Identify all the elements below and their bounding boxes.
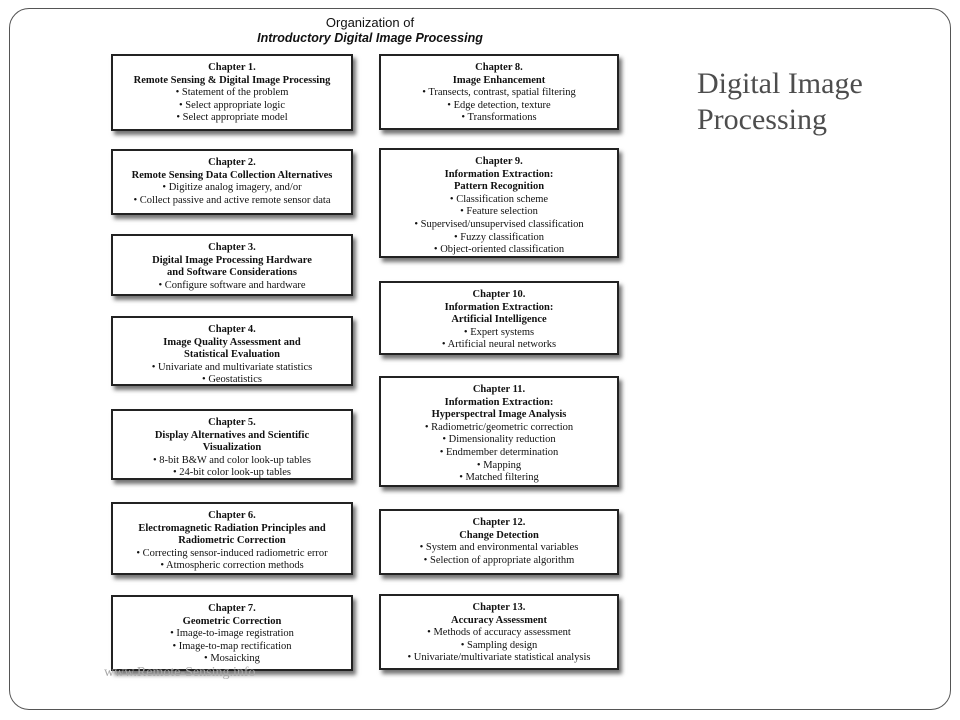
chapter-title-line: Chapter 13. <box>472 602 526 613</box>
chapter-title-line: Information Extraction: <box>444 168 554 180</box>
chapter-title-line: Hyperspectral Image Analysis <box>431 409 567 421</box>
chapter-bullet: • Transformations <box>461 112 537 124</box>
chapter-box-11: Chapter 11.Information Extraction:Hypers… <box>379 376 619 487</box>
chapter-title-line: Chapter 8. <box>475 62 523 73</box>
chapter-title-line: Display Alternatives and Scientific <box>154 429 310 441</box>
chapter-title-line: Chapter 9. <box>475 156 523 167</box>
chapter-bullet: • Edge detection, texture <box>447 99 551 111</box>
diagram-title-line2: Introductory Digital Image Processing <box>257 30 483 45</box>
chapter-title-line: Radiometric Correction <box>178 535 286 547</box>
chapter-title-line: Information Extraction: <box>444 301 554 313</box>
chapter-box-13: Chapter 13.Accuracy Assessment• Methods … <box>379 594 619 670</box>
footer-url: www.Remote-Sensing.info <box>104 665 256 680</box>
chapter-bullet: • Atmospheric correction methods <box>160 560 304 572</box>
chapter-bullet: • 8-bit B&W and color look-up tables <box>152 454 312 466</box>
chapter-bullet: • Select appropriate model <box>176 112 288 124</box>
chapter-bullet: • Radiometric/geometric correction <box>424 421 574 433</box>
chapter-bullet: • Artificial neural networks <box>441 339 557 351</box>
chapter-bullet: • Geostatistics <box>202 374 262 386</box>
chapter-title-line: Chapter 6. <box>208 510 256 521</box>
chapter-bullet: • Univariate and multivariate statistics <box>151 361 313 373</box>
chapter-bullet: • Methods of accuracy assessment <box>427 627 571 639</box>
chapter-box-7: Chapter 7.Geometric Correction• Image-to… <box>111 595 353 671</box>
chapter-title-line: Chapter 7. <box>208 603 256 614</box>
chapter-bullet: • Expert systems <box>463 326 535 338</box>
chapter-bullet: • Image-to-image registration <box>170 628 294 640</box>
chapter-title-line: Chapter 10. <box>472 289 526 300</box>
chapter-bullet: • Sampling design <box>460 639 538 651</box>
chapter-title-line: Information Extraction: <box>444 396 554 408</box>
chapter-title-line: Change Detection <box>459 529 539 541</box>
chapter-title-line: Artificial Intelligence <box>451 314 547 326</box>
slide-heading: Digital Image Processing <box>697 67 863 136</box>
chapter-title-line: Digital Image Processing Hardware <box>152 254 312 266</box>
chapter-title-line: Remote Sensing Data Collection Alternati… <box>131 169 333 181</box>
chapter-bullet: • Correcting sensor-induced radiometric … <box>136 547 328 559</box>
chapter-bullet: • Transects, contrast, spatial filtering <box>422 87 576 99</box>
chapter-bullet: • Univariate/multivariate statistical an… <box>407 652 591 664</box>
chapter-title-line: Statistical Evaluation <box>184 349 280 361</box>
chapter-bullet: • Endmember determination <box>439 446 559 458</box>
diagram-title: Organization of Introductory Digital Ima… <box>250 15 490 45</box>
chapter-bullet: • Object-oriented classification <box>433 244 565 256</box>
chapter-title-line: Chapter 12. <box>472 517 526 528</box>
chapter-box-10: Chapter 10.Information Extraction:Artifi… <box>379 281 619 355</box>
chapter-bullet: • Select appropriate logic <box>178 99 285 111</box>
diagram-title-line1: Organization of <box>325 15 415 30</box>
chapter-box-5: Chapter 5.Display Alternatives and Scien… <box>111 409 353 480</box>
chapter-title-line: Visualization <box>202 442 262 454</box>
chapter-title-line: Geometric Correction <box>182 615 282 627</box>
chapter-title-line: Image Enhancement <box>452 74 546 86</box>
chapter-bullet: • 24-bit color look-up tables <box>173 467 291 479</box>
chapter-box-12: Chapter 12.Change Detection• System and … <box>379 509 619 575</box>
chapter-bullet: • Digitize analog imagery, and/or <box>162 182 302 194</box>
chapter-box-2: Chapter 2.Remote Sensing Data Collection… <box>111 149 353 215</box>
chapter-title-line: Chapter 5. <box>208 417 256 428</box>
chapter-title-line: Chapter 1. <box>208 62 256 73</box>
chapter-title-line: Chapter 4. <box>208 324 256 335</box>
chapter-box-6: Chapter 6.Electromagnetic Radiation Prin… <box>111 502 353 575</box>
chapter-bullet: • Supervised/unsupervised classification <box>414 218 584 230</box>
chapter-bullet: • Image-to-map rectification <box>172 640 292 652</box>
chapter-bullet: • Selection of appropriate algorithm <box>423 554 575 566</box>
chapter-bullet: • Classification scheme <box>449 193 549 205</box>
chapter-bullet: • Mosaicking <box>204 653 260 665</box>
chapter-box-1: Chapter 1.Remote Sensing & Digital Image… <box>111 54 353 131</box>
chapter-title-line: Chapter 2. <box>208 157 256 168</box>
chapter-title-line: Chapter 11. <box>472 384 526 395</box>
chapter-bullet: • Fuzzy classification <box>454 231 544 243</box>
chapter-box-8: Chapter 8.Image Enhancement• Transects, … <box>379 54 619 130</box>
chapter-box-9: Chapter 9.Information Extraction:Pattern… <box>379 148 619 258</box>
chapter-title-line: Image Quality Assessment and <box>163 336 301 348</box>
chapter-bullet: • Statement of the problem <box>175 87 289 99</box>
chapter-title-line: and Software Considerations <box>167 267 297 279</box>
chapter-bullet: • Matched filtering <box>459 472 539 484</box>
chapter-title-line: Electromagnetic Radiation Principles and <box>138 522 326 534</box>
chapter-title-line: Remote Sensing & Digital Image Processin… <box>133 74 331 86</box>
chapter-bullet: • Feature selection <box>460 206 538 218</box>
chapter-bullet: • Mapping <box>476 459 522 471</box>
chapter-box-3: Chapter 3.Digital Image Processing Hardw… <box>111 234 353 296</box>
chapter-bullet: • Configure software and hardware <box>158 279 306 291</box>
chapter-title-line: Accuracy Assessment <box>451 614 547 626</box>
chapter-title-line: Pattern Recognition <box>453 181 545 193</box>
chapter-bullet: • Dimensionality reduction <box>442 434 556 446</box>
chapter-bullet: • Collect passive and active remote sens… <box>133 194 331 206</box>
chapter-title-line: Chapter 3. <box>208 242 256 253</box>
chapter-bullet: • System and environmental variables <box>419 542 579 554</box>
